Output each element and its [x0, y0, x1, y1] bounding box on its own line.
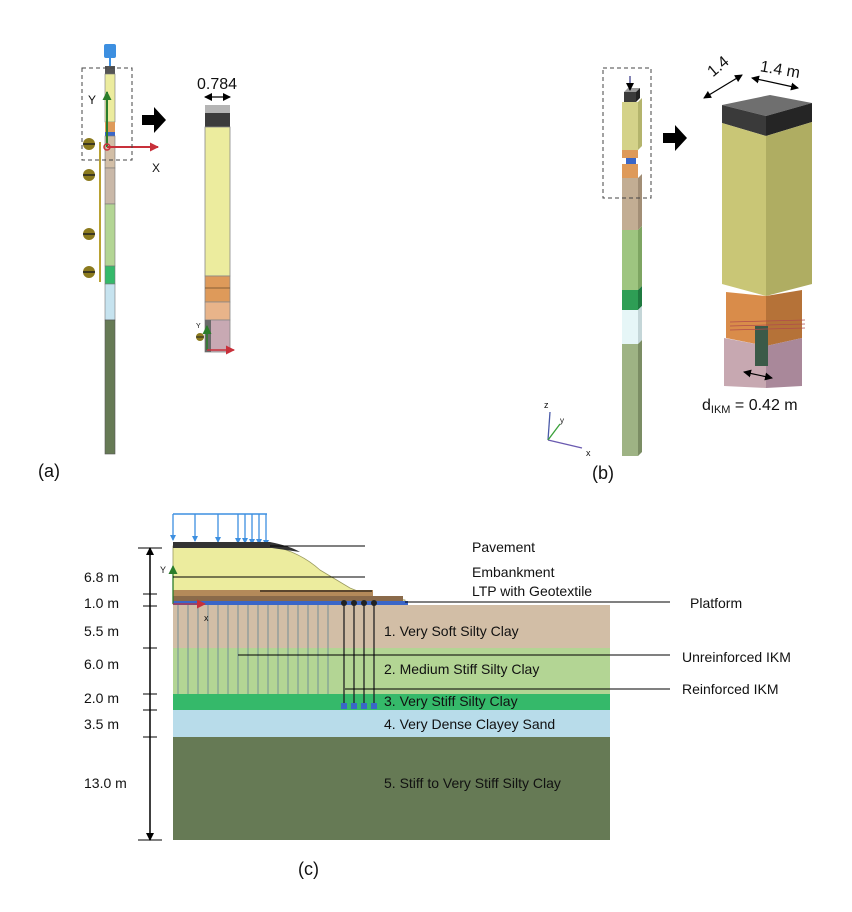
y-axis-label-a: Y [88, 93, 96, 107]
pavement-c [173, 542, 300, 552]
label-embankment: Embankment [472, 564, 555, 580]
thickness-layer-5: 13.0 m [84, 775, 127, 791]
label-layer-5: 5. Stiff to Very Stiff Silty Clay [384, 775, 561, 791]
zoom-y-label-a: Y [196, 323, 201, 330]
x-axis-label-a: X [152, 161, 160, 175]
panel-label-c: (c) [298, 859, 319, 879]
dim-2-arrow-b [751, 75, 799, 91]
label-layer-3: 3. Very Stiff Silty Clay [384, 693, 518, 709]
dim-2-label-b: 1.4 m [759, 58, 801, 82]
thickness-layer-4: 3.5 m [84, 716, 119, 732]
label-platform: Platform [690, 595, 742, 611]
svg-text:x: x [586, 448, 591, 458]
platform-c [173, 601, 408, 605]
load-block-a [104, 44, 116, 58]
thickness-layer-2: 6.0 m [84, 656, 119, 672]
label-pavement: Pavement [472, 539, 535, 555]
unreinforced-ikm-columns [177, 605, 329, 694]
label-unreinforced-ikm: Unreinforced IKM [682, 649, 791, 665]
layer-3-very-stiff-silty-clay [173, 694, 610, 710]
soil-column-a [104, 66, 116, 455]
y-axis-label-c: Y [160, 565, 166, 575]
zoomed-column-a: Y [196, 105, 235, 355]
support-symbols-a [83, 138, 95, 278]
leader-lines-c [173, 545, 670, 690]
label-layer-2: 2. Medium Stiff Silty Clay [384, 661, 539, 677]
thickness-dimension-bar [138, 547, 162, 841]
thickness-embankment: 6.8 m [84, 569, 119, 585]
zoom-box-b [602, 67, 652, 199]
load-arrows-c [170, 513, 269, 546]
thickness-ltp: 1.0 m [84, 595, 119, 611]
zoom-box-a [81, 67, 133, 161]
svg-text:z: z [544, 400, 549, 410]
zoomed-column-b [722, 95, 812, 388]
label-ltp: LTP with Geotextile [472, 583, 592, 599]
zoom-arrow-a [142, 107, 166, 133]
panel-c: Y x 6.8 m 1.0 m 5.5 m 6.0 m 2.0 [84, 513, 791, 879]
x-axis-label-c: x [204, 613, 209, 623]
label-layer-4: 4. Very Dense Clayey Sand [384, 716, 555, 732]
panel-a: Y X Y 0.784 (a) [38, 44, 237, 481]
label-reinforced-ikm: Reinforced IKM [682, 681, 778, 697]
panel-label-a: (a) [38, 461, 60, 481]
diameter-arrow-b [743, 369, 773, 381]
thickness-layer-1: 5.5 m [84, 623, 119, 639]
diameter-label-b: dIKM = 0.42 m [702, 397, 798, 416]
layer-5-stiff-to-very-stiff-silty-clay [173, 737, 610, 840]
layer-1-very-soft-silty-clay [173, 605, 610, 648]
ltp-c [173, 590, 373, 596]
panel-b: 1.4 1.4 m dIKM = 0.42 m z y x (b) [544, 53, 812, 483]
panel-label-b: (b) [592, 463, 614, 483]
dim-1-label-b: 1.4 [705, 53, 733, 80]
svg-text:y: y [560, 416, 564, 425]
zoom-arrow-b [663, 125, 687, 151]
width-label-a: 0.784 [197, 76, 237, 93]
soil-column-b [622, 88, 642, 456]
dim-1-arrow-b [703, 74, 743, 99]
thickness-layer-3: 2.0 m [84, 690, 119, 706]
layer-4-very-dense-clayey-sand [173, 710, 610, 737]
layer-2-medium-stiff-silty-clay [173, 648, 610, 694]
label-layer-1: 1. Very Soft Silty Clay [384, 623, 519, 639]
axes-b: z y x [544, 400, 591, 458]
